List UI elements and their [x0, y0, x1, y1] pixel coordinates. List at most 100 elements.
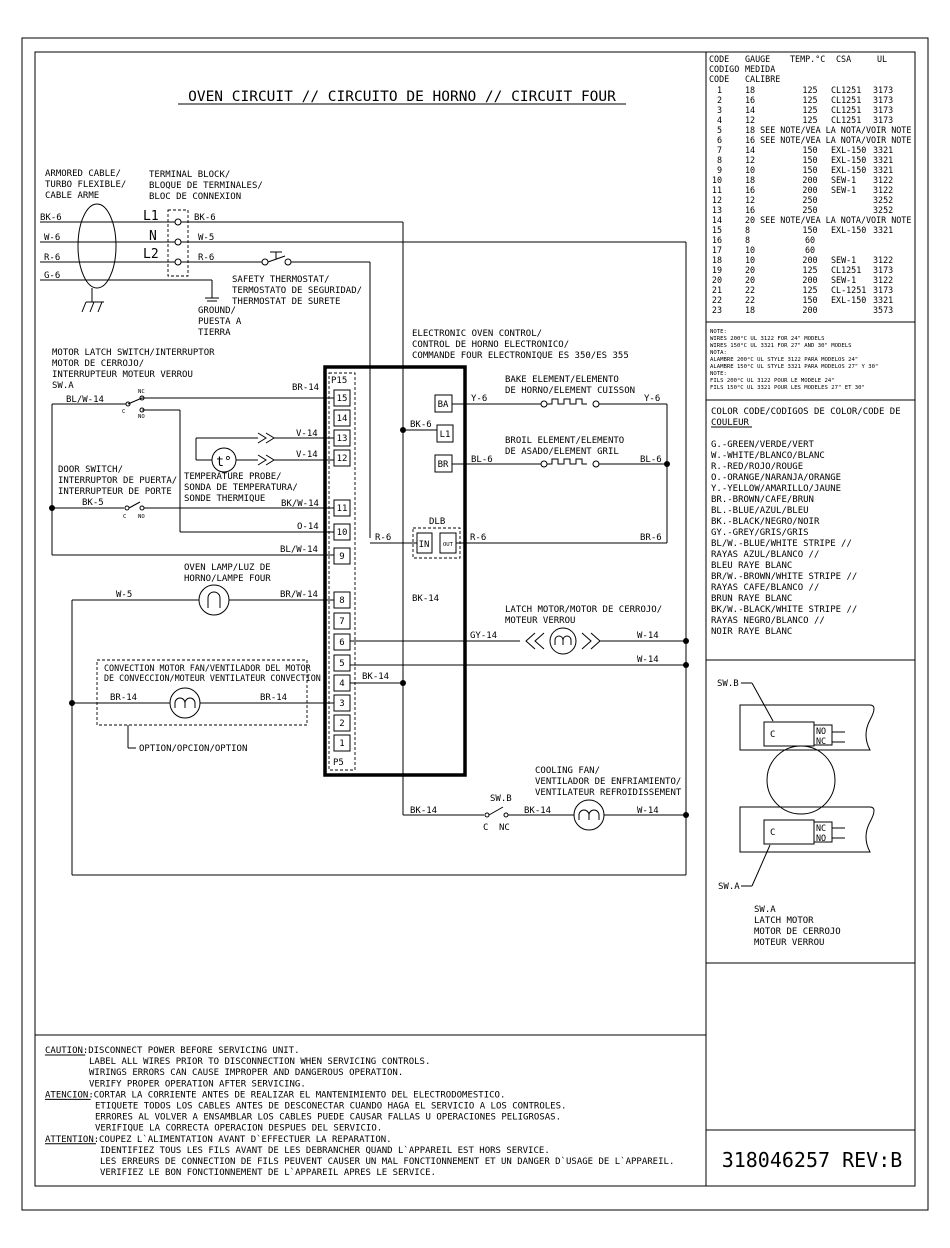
- gauge-cell: 200: [802, 255, 817, 265]
- gauge-cell: 10: [745, 255, 755, 265]
- gauge-cell: CL1251: [831, 85, 861, 95]
- svg-text:CALIBRE: CALIBRE: [745, 74, 780, 84]
- gauge-cell: 8: [717, 155, 722, 165]
- gauge-cell: EXL-150: [831, 145, 866, 155]
- svg-text:CONVECTION MOTOR FAN/VENTILADO: CONVECTION MOTOR FAN/VENTILADOR DEL MOTO…: [104, 663, 312, 673]
- svg-text:TURBO FLEXIBLE/: TURBO FLEXIBLE/: [45, 180, 126, 190]
- svg-text:2: 2: [339, 719, 344, 729]
- dlb-out: OUT: [439, 532, 457, 554]
- gauge-cell: 22: [712, 295, 722, 305]
- pin-2: 2: [333, 714, 351, 732]
- gauge-cell: 3173: [873, 265, 893, 275]
- latch-motor: [549, 627, 577, 655]
- gauge-cell: 18 SEE NOTE/VEA LA NOTA/VOIR NOTE: [745, 125, 911, 135]
- svg-text:L1: L1: [440, 430, 451, 440]
- wire-label-bk14-swb: BK-14: [410, 806, 437, 816]
- bake-element-label: BAKE ELEMENT/ELEMENTO DE HORNO/ELEMENT C…: [505, 375, 635, 396]
- wire-label-y6-right: Y-6: [644, 394, 660, 404]
- svg-text:3: 3: [339, 699, 344, 709]
- wire-label-w5-out: W-5: [198, 233, 214, 243]
- gauge-cell: EXL-150: [831, 225, 866, 235]
- electronic-oven-control: [323, 365, 467, 777]
- svg-text:IN: IN: [419, 540, 430, 550]
- gauge-cell: 3122: [873, 185, 893, 195]
- note-line: ALAMBRE 200°C UL STYLE 3122 PARA MODELOS…: [710, 357, 858, 363]
- terminal-l2: L2: [143, 247, 159, 262]
- color-code-item: BK/W.-BLACK/WHITE STRIPE //: [711, 605, 857, 615]
- gauge-cell: 3252: [873, 205, 893, 215]
- svg-text:SONDE THERMIQUE: SONDE THERMIQUE: [184, 494, 265, 504]
- oven-lamp-label: OVEN LAMP/LUZ DE HORNO/LAMPE FOUR: [184, 563, 271, 584]
- wire-label-w14-latch: W-14: [637, 631, 659, 641]
- caution-heading: ATTENTION:: [45, 1135, 99, 1145]
- wire-label-br14-pin15: BR-14: [292, 383, 319, 393]
- wire-label-bk14-vertical: BK-14: [412, 594, 439, 604]
- svg-text:SW.A: SW.A: [754, 905, 776, 915]
- color-code-item: R.-RED/ROJO/ROUGE: [711, 462, 803, 472]
- wire-label-w6: W-6: [44, 233, 60, 243]
- svg-text:BA: BA: [438, 400, 449, 410]
- svg-text:BLOQUE DE TERMINALES/: BLOQUE DE TERMINALES/: [149, 181, 263, 191]
- svg-text:INTERRUPTEUR MOTEUR VERROU: INTERRUPTEUR MOTEUR VERROU: [52, 370, 193, 380]
- svg-text:TERMINAL BLOCK/: TERMINAL BLOCK/: [149, 170, 230, 180]
- cable-ground-hatch: [81, 288, 104, 313]
- gauge-cell: CL1251: [831, 265, 861, 275]
- bake-element-coil: [547, 398, 587, 405]
- svg-text:CSA: CSA: [836, 54, 851, 64]
- gauge-cell: 12: [745, 195, 755, 205]
- gauge-cell: 200: [802, 185, 817, 195]
- wire-label-o14: O-14: [297, 522, 319, 532]
- gauge-cell: 1: [717, 85, 722, 95]
- gauge-cell: 200: [802, 175, 817, 185]
- svg-text:LATCH MOTOR/MOTOR DE CERROJO/: LATCH MOTOR/MOTOR DE CERROJO/: [505, 605, 662, 615]
- caution-heading: CAUTION:: [45, 1046, 88, 1056]
- gauge-cell: 6: [717, 135, 722, 145]
- svg-text:CODE: CODE: [709, 54, 729, 64]
- gauge-cell: 125: [802, 115, 817, 125]
- terminal-l1: L1: [143, 209, 159, 224]
- color-code-item: G.-GREEN/VERDE/VERT: [711, 440, 815, 450]
- svg-text:SONDA DE TEMPERATURA/: SONDA DE TEMPERATURA/: [184, 483, 298, 493]
- color-code-item: BLEU RAYE BLANC: [711, 561, 792, 571]
- gauge-cell: CL1251: [831, 115, 861, 125]
- pin-6: 6: [333, 633, 351, 651]
- dlb-in: IN: [416, 532, 433, 554]
- swa-panel-label: SW.A: [718, 882, 740, 892]
- color-code-legend: COLOR CODE/CODIGOS DE COLOR/CODE DE COUL…: [711, 407, 901, 637]
- gauge-cell: 3173: [873, 95, 893, 105]
- color-code-item: BK.-BLACK/NEGRO/NOIR: [711, 517, 820, 527]
- oven-lamp: [198, 584, 230, 616]
- gauge-cell: 3573: [873, 305, 893, 315]
- wire-label-bk6-out: BK-6: [194, 213, 216, 223]
- svg-text:11: 11: [337, 504, 348, 514]
- gauge-cell: 3122: [873, 255, 893, 265]
- wire-label-bk6: BK-6: [40, 213, 62, 223]
- wire-label-bk14-fan: BK-14: [524, 806, 551, 816]
- terminal-block: [167, 209, 189, 277]
- wire-label-y6-left: Y-6: [471, 394, 487, 404]
- connector-p15: P15: [331, 376, 347, 386]
- gauge-cell: 20: [745, 275, 755, 285]
- color-code-item: RAYAS AZUL/BLANCO //: [711, 550, 819, 560]
- gauge-cell: 150: [802, 165, 817, 175]
- convection-fan-label: CONVECTION MOTOR FAN/VENTILADOR DEL MOTO…: [104, 663, 321, 683]
- switch-body-top: [739, 704, 875, 751]
- gauge-cell: 8: [745, 225, 750, 235]
- wire-label-brw14: BR/W-14: [280, 590, 318, 600]
- svg-text:MOTOR DE CERROJO: MOTOR DE CERROJO: [754, 927, 841, 937]
- gauge-cell: CL1251: [831, 95, 861, 105]
- gauge-cell: 125: [802, 85, 817, 95]
- svg-text:BLOC DE CONNEXION: BLOC DE CONNEXION: [149, 192, 241, 202]
- caution-line: LABEL ALL WIRES PRIOR TO DISCONNECTION W…: [89, 1057, 430, 1067]
- gauge-cell: 18: [745, 305, 755, 315]
- note-line: FILS 150°C UL 3321 POUR LES MODELES 27" …: [710, 385, 865, 391]
- gauge-cell: 60: [805, 245, 815, 255]
- color-code-title: COLOR CODE/CODIGOS DE COLOR/CODE DE: [711, 407, 901, 417]
- color-code-item: BR/W.-BROWN/WHITE STRIPE //: [711, 572, 857, 582]
- diagram-title: OVEN CIRCUIT // CIRCUITO DE HORNO // CIR…: [188, 89, 616, 105]
- note-line: NOTE:: [710, 371, 727, 377]
- svg-text:COULEUR: COULEUR: [711, 418, 750, 428]
- gauge-cell: 22: [745, 295, 755, 305]
- svg-text:CONTROL DE HORNO ELECTRONICO/: CONTROL DE HORNO ELECTRONICO/: [412, 340, 569, 350]
